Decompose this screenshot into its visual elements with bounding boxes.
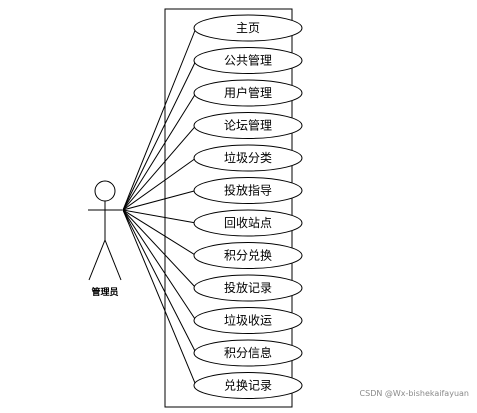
system-boundary [164,8,293,408]
association-line [122,209,197,289]
association-line [122,190,197,211]
use-case: 投放指导 [193,177,303,204]
association-lines [122,27,197,386]
actor-label: 管理员 [91,286,118,298]
use-case: 积分兑换 [193,242,303,269]
actor-head [94,180,116,202]
use-case-ellipse [193,372,303,399]
use-case-label: 投放记录 [224,280,272,295]
use-case-label: 主页 [236,21,260,35]
use-case-label: 论坛管理 [224,118,272,133]
use-case-label: 垃圾分类 [224,150,272,165]
use-case-label: 积分兑换 [224,249,272,263]
use-case-ellipse [193,79,303,107]
use-case-ellipse [193,177,303,204]
use-case: 公共管理 [193,47,303,74]
actor-figure [88,180,122,281]
association-line [122,209,197,321]
association-line [122,209,197,256]
use-case-label: 投放指导 [224,183,272,198]
use-case-label: 公共管理 [224,53,272,68]
use-case: 论坛管理 [193,112,303,139]
use-case-ellipse [193,112,303,139]
use-case-ellipse [193,144,303,172]
use-case: 垃圾收运 [193,307,303,334]
use-case-ellipse [193,14,303,42]
use-case: 积分信息 [193,339,303,367]
use-case-ellipse [193,307,303,334]
association-line [122,209,197,224]
use-case-label: 用户管理 [224,85,272,100]
use-case: 回收站点 [193,209,303,237]
use-case: 兑换记录 [193,372,303,399]
use-case: 主页 [193,14,303,42]
association-line [122,92,197,211]
use-case-ellipse [193,242,303,269]
actor-right-leg [104,239,122,281]
use-case-ellipse [193,209,303,237]
use-case-ellipse [193,274,303,302]
use-case: 投放记录 [193,274,303,302]
use-case-label: 积分信息 [224,345,272,360]
use-case-group: 主页公共管理用户管理论坛管理垃圾分类投放指导回收站点积分兑换投放记录垃圾收运积分… [193,14,303,399]
watermark: CSDN @Wx-bishekaifayuan [360,389,469,398]
use-case: 垃圾分类 [193,144,303,172]
association-line [122,157,197,211]
use-case: 用户管理 [193,79,303,107]
use-case-label: 垃圾收运 [224,313,272,328]
actor-left-leg [88,239,106,281]
use-case-label: 回收站点 [224,216,272,230]
association-line [122,60,197,211]
use-case-ellipse [193,339,303,367]
association-line [122,125,197,211]
association-line [122,209,197,354]
use-case-label: 兑换记录 [224,379,272,393]
association-line [122,27,197,211]
use-case-ellipse [193,47,303,74]
association-line [122,209,197,386]
